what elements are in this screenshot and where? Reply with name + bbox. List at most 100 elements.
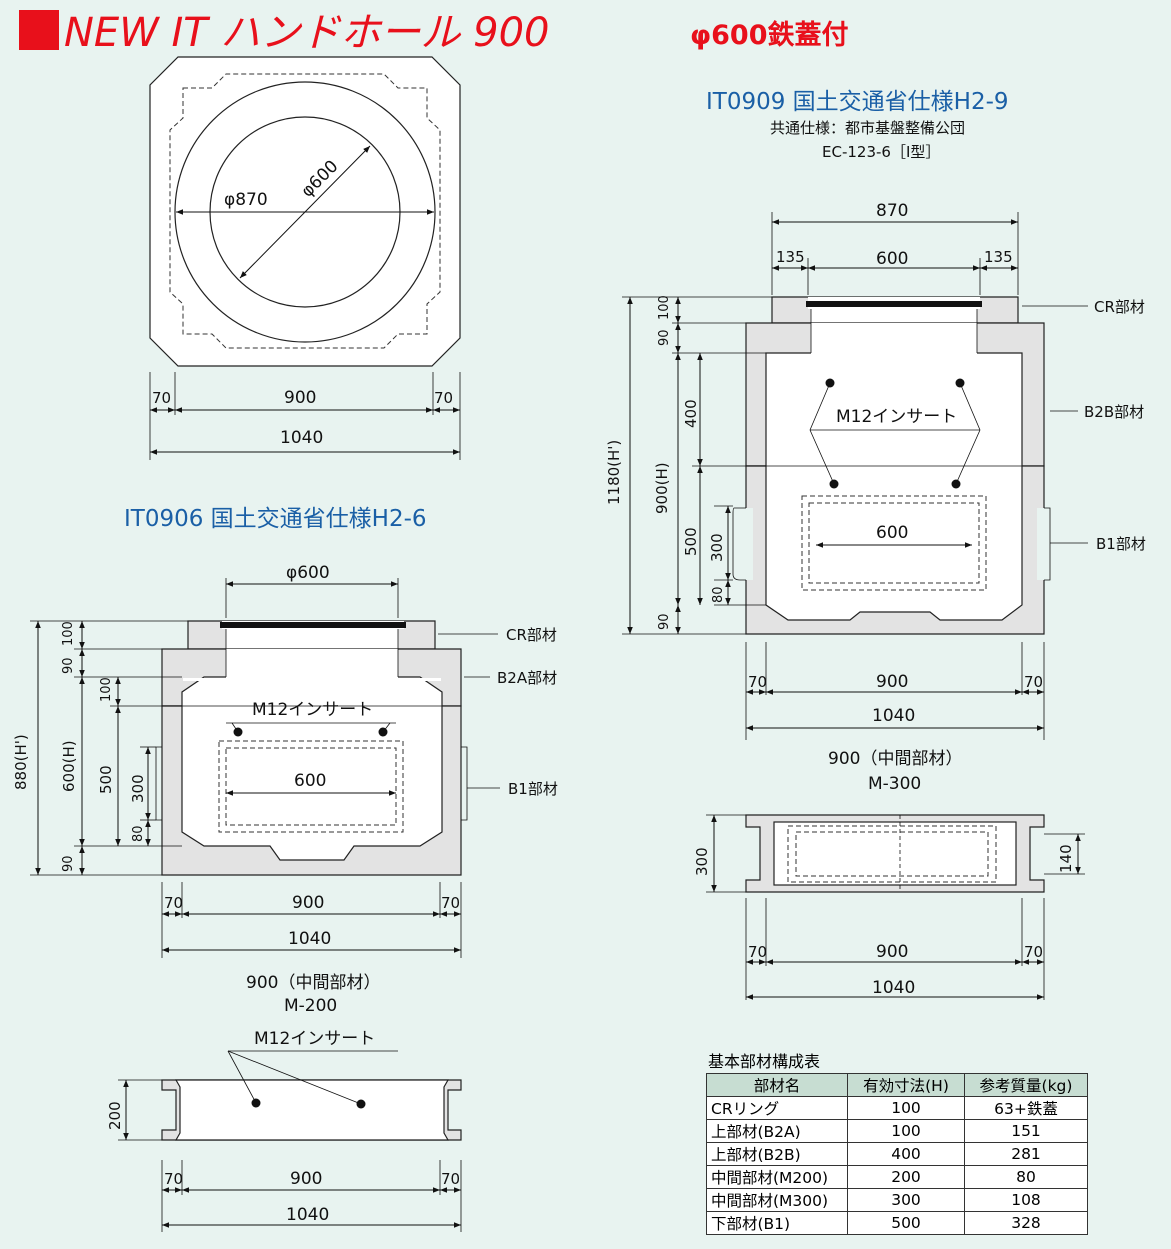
it0909-insert-dot	[829, 479, 839, 489]
table-cell: 328	[964, 1211, 1088, 1235]
it0909-dim-70-right: 70	[1024, 673, 1043, 691]
it0909-dim-135-right: 135	[984, 248, 1013, 266]
plan-dim-900: 900	[284, 388, 316, 408]
table-header-cell: 部材名	[706, 1073, 848, 1097]
m200-insert-label: M12インサート	[254, 1029, 375, 1049]
table-row: 下部材(B1) 500 328	[706, 1211, 1088, 1235]
it0906-b1-label: B1部材	[508, 780, 558, 798]
page-subtitle: φ600鉄蓋付	[690, 19, 848, 51]
it0909-section: IT0909 国土交通省仕様H2-9 共通仕様：都市基盤整備公団 EC-123-…	[605, 89, 1146, 740]
it0909-v-90-bottom: 90	[657, 613, 672, 630]
parts-table: 部材名 有効寸法(H) 参考質量(kg) CRリング 100 63+鉄蓋 上部材…	[706, 1073, 1088, 1235]
table-cell: 下部材(B1)	[706, 1211, 848, 1235]
it0909-insert-dot	[825, 378, 835, 388]
m300-label-line2: M-300	[868, 774, 921, 794]
m200-insert-dot	[356, 1099, 366, 1109]
m200-dim-70-left: 70	[164, 1170, 183, 1188]
plan-circle-870	[174, 81, 436, 343]
table-cell: 400	[847, 1142, 965, 1166]
it0909-title: IT0909 国土交通省仕様H2-9	[706, 89, 1009, 115]
plan-dia-870-label: φ870	[224, 190, 268, 210]
it0906-insert-label: M12インサート	[252, 700, 373, 720]
it0906-v-300: 300	[129, 774, 147, 803]
m200-dim-1040: 1040	[286, 1205, 329, 1225]
plan-dashed-inner	[169, 73, 441, 349]
m300-v-140: 140	[1057, 844, 1075, 873]
it0909-cr-label: CR部材	[1094, 298, 1145, 316]
it0906-v-500: 500	[97, 765, 115, 794]
it0909-dim-70-left: 70	[748, 673, 767, 691]
it0909-b2b-label: B2B部材	[1084, 403, 1144, 421]
table-row: CRリング 100 63+鉄蓋	[706, 1096, 1088, 1120]
parts-table-title: 基本部材構成表	[708, 1052, 821, 1071]
it0906-insert-dot	[378, 727, 388, 737]
it0906-v-90: 90	[61, 657, 76, 674]
it0906-b2a-label: B2A部材	[497, 669, 557, 687]
table-row: 中間部材(M200) 200 80	[706, 1165, 1088, 1189]
it0909-v-80: 80	[711, 586, 726, 603]
it0909-insert-label: M12インサート	[836, 407, 957, 427]
table-cell: 281	[964, 1142, 1088, 1166]
it0906-v-90-bottom: 90	[61, 855, 76, 872]
it0906-dim-70-left: 70	[164, 894, 183, 912]
it0909-dim-870: 870	[876, 201, 908, 221]
table-header-cell: 有効寸法(H)	[847, 1073, 965, 1097]
m200-label-line2: M-200	[284, 996, 337, 1016]
table-header-row: 部材名 有効寸法(H) 参考質量(kg)	[706, 1073, 1088, 1097]
it0909-v-400: 400	[682, 399, 700, 428]
it0909-dim-135-left: 135	[776, 248, 805, 266]
it0906-dim-70-right: 70	[441, 894, 460, 912]
it0909-v-900h: 900(H)	[653, 462, 671, 514]
m300-section: 900（中間部材） M-300 300 140 70 900 70 1040	[693, 749, 1085, 1000]
table-cell: CRリング	[706, 1096, 848, 1120]
it0909-v-90-top: 90	[657, 329, 672, 346]
it0906-cr-label: CR部材	[506, 626, 557, 644]
table-cell: 500	[847, 1211, 965, 1235]
it0909-interior	[765, 352, 1023, 621]
table-cell: 中間部材(M300)	[706, 1188, 848, 1212]
it0906-dim-phi600: φ600	[286, 563, 330, 583]
it0909-insert-dot	[951, 479, 961, 489]
m300-dim-70-right: 70	[1024, 943, 1043, 961]
it0906-section: IT0906 国土交通省仕様H2-6 φ600 M12インサート	[12, 506, 558, 958]
table-cell: 上部材(B2A)	[706, 1119, 848, 1143]
m200-dim-900: 900	[290, 1169, 322, 1189]
m200-section: 900（中間部材） M-200 M12インサート 200 70 900 70 1…	[106, 973, 462, 1232]
m300-dim-900: 900	[876, 942, 908, 962]
it0909-v-300: 300	[708, 533, 726, 562]
it0906-dim-900: 900	[292, 893, 324, 913]
it0906-dim-600-inner: 600	[294, 771, 326, 791]
it0906-lid	[220, 622, 406, 628]
it0909-spec-line2: EC-123-6［I型］	[822, 143, 940, 161]
it0909-insert-dot	[955, 378, 965, 388]
plan-dim-1040: 1040	[280, 428, 323, 448]
it0906-insert-dot	[233, 727, 243, 737]
it0906-v-80: 80	[131, 825, 146, 842]
it0909-v-100: 100	[657, 295, 672, 320]
page-title: NEW IT ハンドホール 900	[64, 10, 549, 56]
it0909-dim-1040: 1040	[872, 706, 915, 726]
m200-v-200: 200	[106, 1101, 124, 1130]
it0906-v-100-top: 100	[61, 621, 76, 646]
m300-label-line1: 900（中間部材）	[828, 749, 962, 769]
title-square-icon	[19, 10, 59, 50]
it0906-v-total: 880(H')	[12, 734, 30, 790]
m200-label-line1: 900（中間部材）	[246, 973, 380, 993]
table-cell: 300	[847, 1188, 965, 1212]
table-cell: 108	[964, 1188, 1088, 1212]
table-cell: 100	[847, 1119, 965, 1143]
m200-insert-dot	[251, 1098, 261, 1108]
table-cell: 200	[847, 1165, 965, 1189]
it0909-v-500: 500	[682, 527, 700, 556]
table-cell: 100	[847, 1096, 965, 1120]
table-cell: 151	[964, 1119, 1088, 1143]
table-cell: 上部材(B2B)	[706, 1142, 848, 1166]
it0906-dim-1040: 1040	[288, 929, 331, 949]
table-cell: 80	[964, 1165, 1088, 1189]
it0909-spec-line1: 共通仕様：都市基盤整備公団	[770, 119, 965, 137]
table-header-cell: 参考質量(kg)	[964, 1073, 1088, 1097]
m300-dim-1040: 1040	[872, 978, 915, 998]
it0909-dim-600-inner: 600	[876, 523, 908, 543]
table-row: 上部材(B2B) 400 281	[706, 1142, 1088, 1166]
